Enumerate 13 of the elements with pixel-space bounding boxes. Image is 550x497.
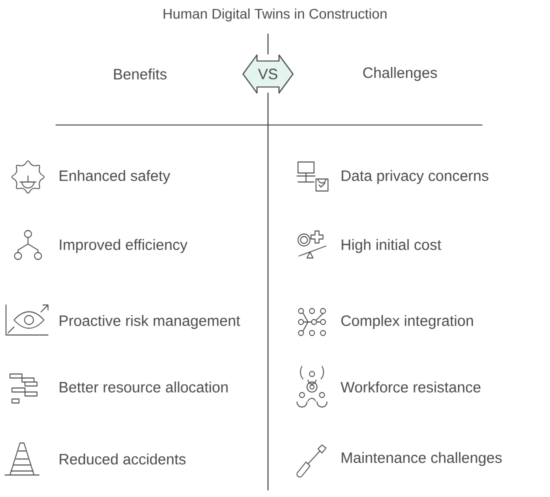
item-text: Complex integration: [341, 315, 473, 329]
item-text: Workforce resistance: [340, 381, 480, 392]
item-text: Maintenance challenges: [342, 452, 502, 466]
column-heading: Benefits: [114, 68, 167, 80]
item-text: High initial cost: [342, 239, 442, 253]
item-text: Better resource allocation: [60, 381, 228, 392]
column-heading: Challenges: [363, 67, 437, 81]
item-text: Data privacy concerns: [342, 170, 488, 184]
item-text: Proactive risk management: [60, 315, 240, 329]
item-text: Improved efficiency: [60, 239, 188, 253]
item-text: Reduced accidents: [60, 453, 186, 464]
title: Human Digital Twins in Construction: [164, 8, 386, 22]
item-text: Enhanced safety: [60, 170, 170, 184]
